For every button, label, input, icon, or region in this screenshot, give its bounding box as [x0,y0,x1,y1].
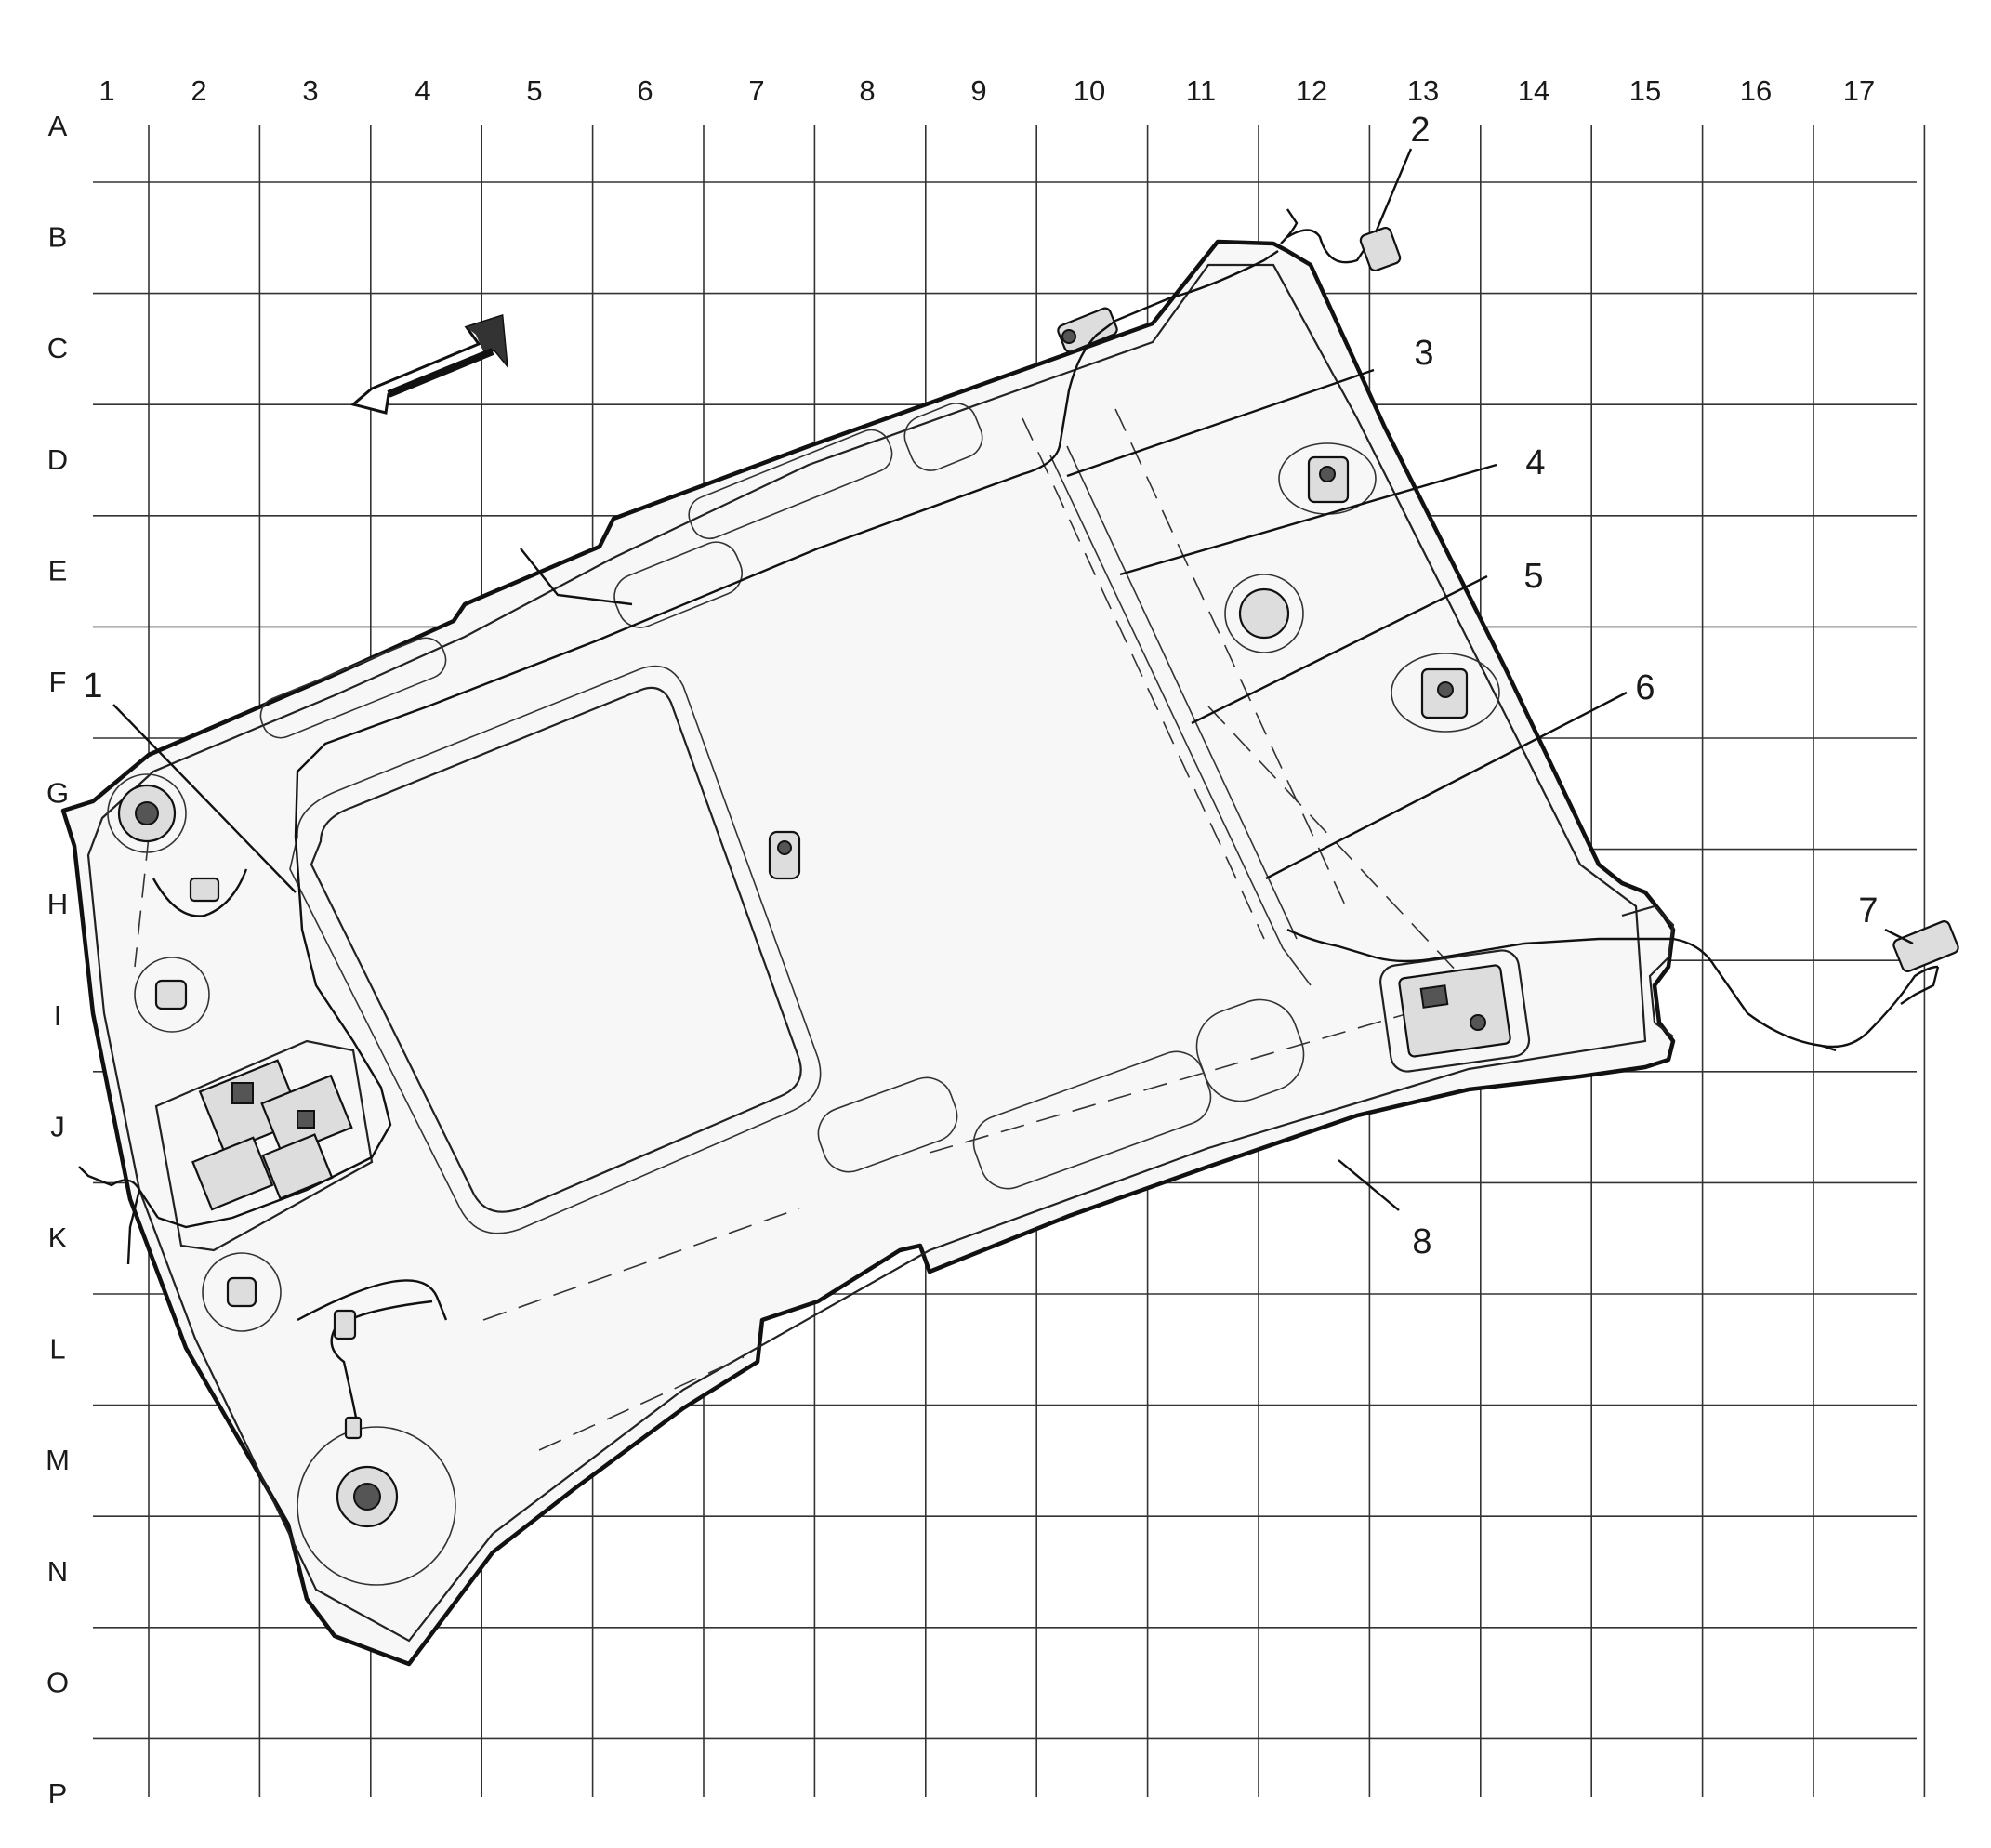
headliner-panel [60,239,1676,1667]
front-dash-3 [538,1356,745,1451]
callout-5: 5 [1523,557,1543,596]
front-dash-1 [134,836,150,968]
rear-dome-lamp [1379,949,1531,1073]
sunroof-frame [289,665,822,1234]
column-label: 13 [1407,74,1439,107]
row-label: B [48,221,68,254]
column-label: 16 [1740,74,1772,107]
callout-2: 2 [1410,111,1430,150]
column-label: 14 [1518,74,1549,107]
row-label: K [48,1221,68,1254]
callout-3: 3 [1414,334,1433,373]
column-label: 3 [302,74,318,107]
row-label: J [50,1110,65,1142]
seam-line-4 [1114,408,1349,912]
headliner-inner-edge [86,263,1647,1643]
row-label: A [48,110,68,142]
callout-7: 7 [1858,891,1878,931]
overhead-console [154,1039,374,1252]
column-label: 9 [970,74,986,107]
column-label: 5 [526,74,542,107]
row-label: M [46,1444,70,1476]
row-label: P [48,1777,68,1810]
column-label: 12 [1296,74,1327,107]
row-label: N [47,1555,68,1588]
callout-8: 8 [1412,1222,1431,1261]
row-label: G [46,777,69,810]
front-dash-2 [482,1208,800,1321]
rear-dash-2 [929,1003,1442,1154]
seam-line-1 [1049,455,1312,986]
grab-handle-recesses [259,403,1305,1190]
column-label: 7 [748,74,764,107]
rear-dash-1 [1207,706,1488,1005]
row-label: D [47,443,68,476]
row-label: E [48,554,68,587]
callout-4: 4 [1525,443,1545,482]
part-7-connector [1892,920,1959,972]
wiring-harness [78,208,1959,1440]
callout-labels: 1 2 3 4 5 6 7 8 [83,111,1878,1261]
front-left-plug [344,1416,363,1440]
front-left-connector [189,877,220,903]
part-2-connector [1359,226,1402,272]
rear-bracket [1621,904,1675,1037]
front-left-clip [333,1309,357,1340]
column-label: 11 [1186,74,1216,107]
rear-mounts [768,442,1500,880]
leader-lines [112,148,1914,1211]
column-label: 2 [191,74,206,107]
row-label: F [49,666,67,698]
column-label: 8 [859,74,875,107]
seam-line-3 [1022,417,1265,940]
column-label: 6 [637,74,653,107]
front-top-lamp [1057,307,1118,353]
column-label: 10 [1074,74,1105,107]
callout-1: 1 [83,667,102,706]
column-label: 15 [1629,74,1661,107]
column-label: 4 [415,74,430,107]
row-label: L [49,1333,65,1366]
row-labels: A B C D E F G H I J K L M N O P [46,110,70,1810]
row-label: H [47,888,68,920]
front-components [107,773,456,1586]
callout-6: 6 [1635,668,1655,707]
column-label: 17 [1843,74,1875,107]
headliner-outline [60,239,1676,1667]
row-label: C [47,332,68,364]
row-label: I [54,999,62,1032]
seam-line-2 [1066,445,1298,940]
row-label: O [46,1666,69,1698]
column-label: 1 [99,74,114,107]
front-direction-arrow-icon [349,314,508,415]
sunroof-opening [310,686,802,1213]
